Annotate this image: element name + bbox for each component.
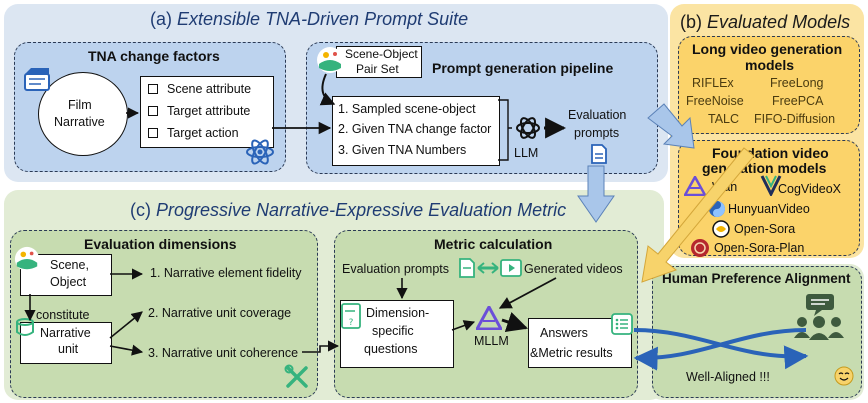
cogvideox-logo-icon: [760, 175, 782, 196]
svg-text:?: ?: [349, 318, 354, 328]
model-freepca: FreePCA: [772, 94, 824, 108]
constitute-label: constitute: [36, 308, 90, 322]
atom-icon: [246, 139, 274, 165]
open-sora-logo-icon: [712, 220, 730, 238]
human-group-icon: [794, 294, 844, 340]
llm-knot-icon: [516, 117, 540, 139]
step-1: 1. Sampled scene-object: [338, 102, 476, 116]
dimension-1: 1. Narrative element fidelity: [150, 266, 302, 280]
metric-eval-prompts: Evaluation prompts: [342, 262, 450, 276]
dimensions-title: Evaluation dimensions: [84, 236, 237, 252]
question-doc-icon: ?: [341, 303, 361, 329]
scene-label: Scene,: [50, 258, 89, 272]
narrative-label: Narrative: [54, 115, 105, 129]
factor-item-target-attribute: Target attribute: [148, 104, 250, 118]
landscape-icon: [317, 47, 343, 73]
long-video-title-line2: models: [745, 57, 795, 73]
questions-line2: specific: [372, 324, 414, 338]
model-fifo-diffusion: FIFO-Diffusion: [754, 112, 836, 126]
pair-set-line1: Scene-Object: [345, 47, 418, 61]
answers-line1: Answers: [540, 326, 588, 340]
narrative-unit-box: [20, 322, 112, 364]
model-talc: TALC: [708, 112, 740, 126]
section-b-prefix: (b): [680, 12, 702, 32]
section-a-title-text: Extensible TNA-Driven Prompt Suite: [177, 9, 469, 29]
step-3: 3. Given TNA Numbers: [338, 143, 467, 157]
answers-line2: &Metric results: [530, 346, 613, 360]
factor-item-target-action: Target action: [148, 126, 239, 140]
section-b-title: (b) Evaluated Models: [680, 12, 850, 33]
dimension-2: 2. Narrative unit coverage: [148, 306, 292, 320]
narrative-unit-line1: Narrative: [40, 326, 91, 340]
model-open-sora: Open-Sora: [734, 222, 796, 236]
happy-face-icon: [834, 366, 854, 386]
factor-scene-label: Scene attribute: [167, 82, 252, 96]
mllm-label: MLLM: [474, 334, 509, 348]
mllm-logo-icon: [476, 306, 502, 330]
object-label: Object: [50, 275, 87, 289]
long-video-models-box: [678, 36, 860, 134]
dimension-3: 3. Narrative unit coherence: [148, 346, 299, 360]
factor-target-attribute-label: Target attribute: [167, 104, 251, 118]
tna-box-title: TNA change factors: [88, 48, 220, 64]
pipeline-title: Prompt generation pipeline: [432, 60, 614, 76]
model-freenoise: FreeNoise: [686, 94, 744, 108]
tna-factors-list: [140, 76, 274, 148]
section-c-prefix: (c): [130, 200, 151, 220]
step-2: 2. Given TNA change factor: [338, 122, 492, 136]
video-frame-icon: [500, 259, 522, 277]
model-freelong: FreeLong: [770, 76, 824, 90]
film-narrative-ellipse: [38, 72, 128, 156]
eval-prompts-line1: Evaluation: [568, 108, 627, 122]
human-preference-title: Human Preference Alignment: [662, 271, 851, 286]
tools-icon: [284, 364, 308, 388]
section-b-title-text: Evaluated Models: [707, 12, 851, 32]
open-sora-plan-logo-icon: [691, 239, 709, 257]
film-clapper-icon: [24, 68, 50, 91]
pair-set-tag: [336, 46, 422, 78]
model-open-sora-plan: Open-Sora-Plan: [714, 241, 805, 255]
well-aligned-label: Well-Aligned !!!: [686, 370, 770, 384]
metric-title: Metric calculation: [434, 236, 553, 252]
metric-generated-videos: Generated videos: [524, 262, 623, 276]
scene-object-box: [20, 254, 112, 296]
factor-item-scene: Scene attribute: [148, 82, 251, 96]
film-label: Film: [68, 98, 92, 112]
results-list-icon: [611, 313, 633, 335]
wan-logo-icon: [684, 176, 706, 196]
section-c-title: (c) Progressive Narrative-Expressive Eva…: [130, 200, 566, 221]
section-a-title: (a) Extensible TNA-Driven Prompt Suite: [150, 9, 468, 30]
prompt-doc-icon: [459, 258, 475, 278]
eval-prompts-line2: prompts: [574, 126, 620, 140]
document-icon: [591, 144, 607, 164]
narrative-unit-line2: unit: [58, 342, 79, 356]
llm-label: LLM: [514, 146, 539, 160]
long-video-title-line1: Long video generation: [692, 41, 843, 57]
section-c-title-text: Progressive Narrative-Expressive Evaluat…: [156, 200, 567, 220]
questions-line3: questions: [364, 342, 418, 356]
model-cogvideox: CogVideoX: [778, 182, 842, 196]
factor-target-action-label: Target action: [167, 126, 239, 140]
model-hunyuanvideo: HunyuanVideo: [728, 202, 810, 216]
questions-line1: Dimension-: [366, 306, 430, 320]
model-riflex: RIFLEx: [692, 76, 734, 90]
pipeline-steps-list: [332, 96, 500, 166]
scene-landscape-icon: [14, 246, 40, 272]
section-a-prefix: (a): [150, 9, 172, 29]
pair-set-line2: Pair Set: [356, 62, 399, 76]
